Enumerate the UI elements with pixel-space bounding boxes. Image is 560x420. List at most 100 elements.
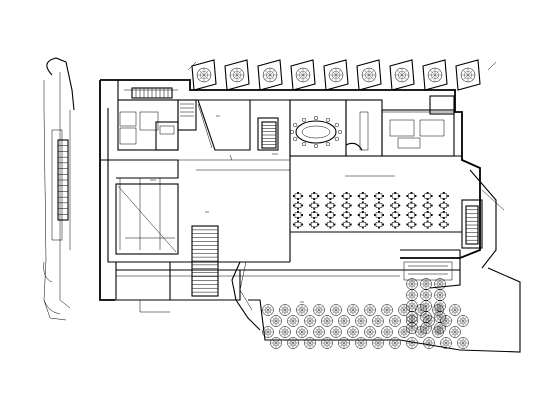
garden-tree: [406, 322, 418, 334]
dining-table: [422, 201, 433, 210]
garden-tree: [457, 337, 469, 349]
garden-tree: [420, 311, 432, 323]
garden-tree: [262, 304, 274, 316]
hall-stair-flight: [261, 121, 277, 149]
garden-tree: [381, 304, 393, 316]
meeting-chair: [293, 136, 298, 142]
garden-tree: [434, 300, 446, 312]
dining-table: [390, 201, 401, 210]
garden-tree: [457, 315, 469, 327]
garden-tree: [389, 315, 401, 327]
dining-table: [406, 201, 417, 210]
planter-tree: [191, 59, 217, 91]
garden-tree: [347, 326, 359, 338]
north-tree: [361, 67, 377, 83]
north-tree: [427, 67, 443, 83]
garden-tree: [279, 304, 291, 316]
north-stair-flight: [131, 87, 173, 99]
meeting-chair: [293, 122, 298, 128]
dining-table: [309, 211, 320, 219]
dining-table: [374, 192, 384, 200]
dining-table: [341, 192, 352, 200]
west-ramp-stair: [57, 139, 69, 221]
garden-tree: [423, 337, 435, 349]
offices: [345, 95, 455, 157]
dining-table: [357, 192, 368, 200]
meeting-chair: [325, 117, 331, 122]
west-stair-flight: [57, 139, 69, 221]
dining-table: [341, 201, 352, 210]
garden-tree: [321, 315, 333, 327]
north-tree: [460, 67, 476, 83]
garden-tree: [420, 300, 432, 312]
dining-hall: [290, 155, 462, 229]
planter-tree: [224, 59, 250, 91]
dining-table: [406, 192, 417, 200]
garden-tree: [330, 326, 342, 338]
garden-tree: [338, 337, 350, 349]
garden-tree: [296, 326, 308, 338]
central-hall: [178, 99, 291, 232]
dining-table: [325, 192, 336, 200]
garden-tree: [330, 304, 342, 316]
meeting-chair: [301, 117, 307, 122]
dining-table: [325, 201, 336, 210]
dining-table: [357, 201, 368, 210]
garden-tree: [440, 315, 452, 327]
dining-table: [374, 220, 384, 229]
dining-table: [341, 220, 352, 229]
dining-table: [325, 211, 336, 219]
east-stair-flight: [465, 205, 479, 245]
dining-table: [422, 192, 433, 200]
dining-table: [438, 211, 449, 219]
building-outline: [99, 79, 481, 301]
garden-tree: [406, 337, 418, 349]
garden-tree: [406, 289, 418, 301]
dining-table: [374, 211, 384, 219]
garden-tree: [434, 322, 446, 334]
garden-tree: [440, 337, 452, 349]
garden-tree: [287, 315, 299, 327]
meeting-chair: [301, 142, 307, 147]
garden-tree: [313, 304, 325, 316]
garden-tree: [364, 304, 376, 316]
garden-tree: [398, 326, 410, 338]
garden-tree: [415, 304, 427, 316]
dining-table: [357, 220, 368, 229]
garden-tree: [389, 337, 401, 349]
dining-table: [422, 211, 433, 219]
dining-table: [422, 220, 433, 229]
planter-tree: [290, 59, 316, 91]
garden-tree: [338, 315, 350, 327]
garden-tree: [279, 326, 291, 338]
dining-table: [406, 220, 417, 229]
service-rooms: [100, 89, 197, 255]
dining-table: [390, 192, 401, 200]
garden-tree: [364, 326, 376, 338]
garden-tree: [313, 326, 325, 338]
garden-tree: [449, 304, 461, 316]
garden-tree: [355, 315, 367, 327]
planter-tree: [356, 59, 382, 91]
dining-table: [438, 201, 449, 210]
east-entrance: [461, 169, 505, 269]
garden-tree: [434, 278, 446, 290]
dining-tables: [293, 192, 449, 229]
dining-table: [357, 211, 368, 219]
garden-tree: [420, 289, 432, 301]
garden-tree: [434, 289, 446, 301]
meeting-chair: [325, 142, 331, 147]
meeting-chair: [289, 129, 295, 135]
garden-tree: [347, 304, 359, 316]
dining-table: [438, 220, 449, 229]
planter-tree: [323, 59, 349, 91]
garden-tree: [270, 337, 282, 349]
garden-tree: [420, 322, 432, 334]
garden-tree: [434, 311, 446, 323]
meeting-room: [289, 99, 347, 157]
south-terrace: [116, 249, 461, 331]
north-tree: [328, 67, 344, 83]
dining-table: [293, 192, 303, 200]
dining-table: [374, 201, 384, 210]
